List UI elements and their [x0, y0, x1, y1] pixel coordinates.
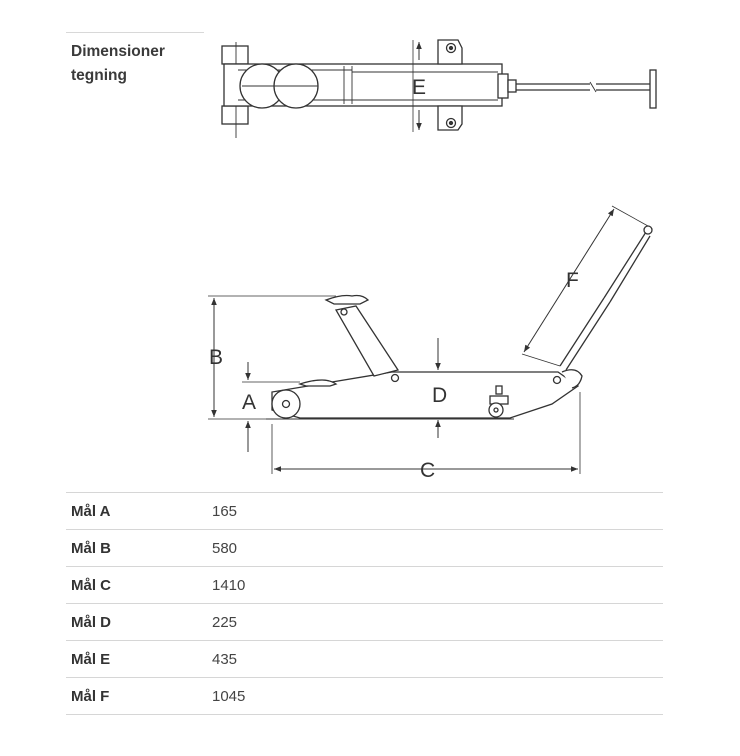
- jack-dimension-drawing: E: [208, 39, 657, 482]
- dim-label-b: B: [209, 346, 223, 369]
- side-chassis: [271, 371, 580, 419]
- dimension-value: 1045: [212, 687, 246, 705]
- dim-label-a: A: [242, 391, 256, 414]
- side-front-wheel: [271, 389, 301, 419]
- dimension-value: 165: [212, 502, 238, 520]
- top-saddle-block-upper: [221, 45, 249, 65]
- top-handle-grip: [649, 69, 657, 109]
- dimension-row: Mål E 435: [66, 640, 663, 678]
- dimension-label: Mål E: [71, 650, 111, 668]
- side-lift-arm: [334, 305, 400, 377]
- dimension-row: Mål B 580: [66, 529, 663, 567]
- dimension-label: Mål B: [71, 539, 112, 557]
- heading-divider: [66, 32, 204, 33]
- top-saddle-block-lower: [221, 105, 249, 125]
- dimension-row: Mål C 1410: [66, 566, 663, 604]
- section-heading: Dimensioner tegning: [71, 43, 165, 84]
- dim-line-f: [523, 208, 615, 353]
- dimension-label: Mål A: [71, 502, 111, 520]
- side-castor-wheel: [488, 402, 504, 418]
- dimension-value: 1410: [212, 576, 246, 594]
- dimension-row: Mål D 225: [66, 603, 663, 641]
- dim-label-e: E: [412, 76, 426, 99]
- top-view: [221, 39, 657, 138]
- side-view: [208, 205, 653, 474]
- side-castor-mount: [489, 395, 509, 405]
- dim-label-f: F: [566, 269, 579, 292]
- top-pump-block: [497, 73, 509, 99]
- side-saddle-high: [324, 294, 370, 305]
- dim-label-c: C: [420, 459, 435, 482]
- dimension-label: Mål D: [71, 613, 112, 631]
- side-handle-knob: [643, 225, 653, 235]
- dim-label-d: D: [432, 384, 447, 407]
- dimension-value: 225: [212, 613, 238, 631]
- side-saddle-low: [297, 379, 338, 387]
- side-handle: [559, 297, 605, 367]
- dimension-row: Mål A 165: [66, 492, 663, 530]
- dimension-value: 435: [212, 650, 238, 668]
- dimension-value: 580: [212, 539, 238, 557]
- dimension-label: Mål F: [71, 687, 110, 705]
- dimension-row: Mål F 1045: [66, 677, 663, 715]
- dimension-label: Mål C: [71, 576, 112, 594]
